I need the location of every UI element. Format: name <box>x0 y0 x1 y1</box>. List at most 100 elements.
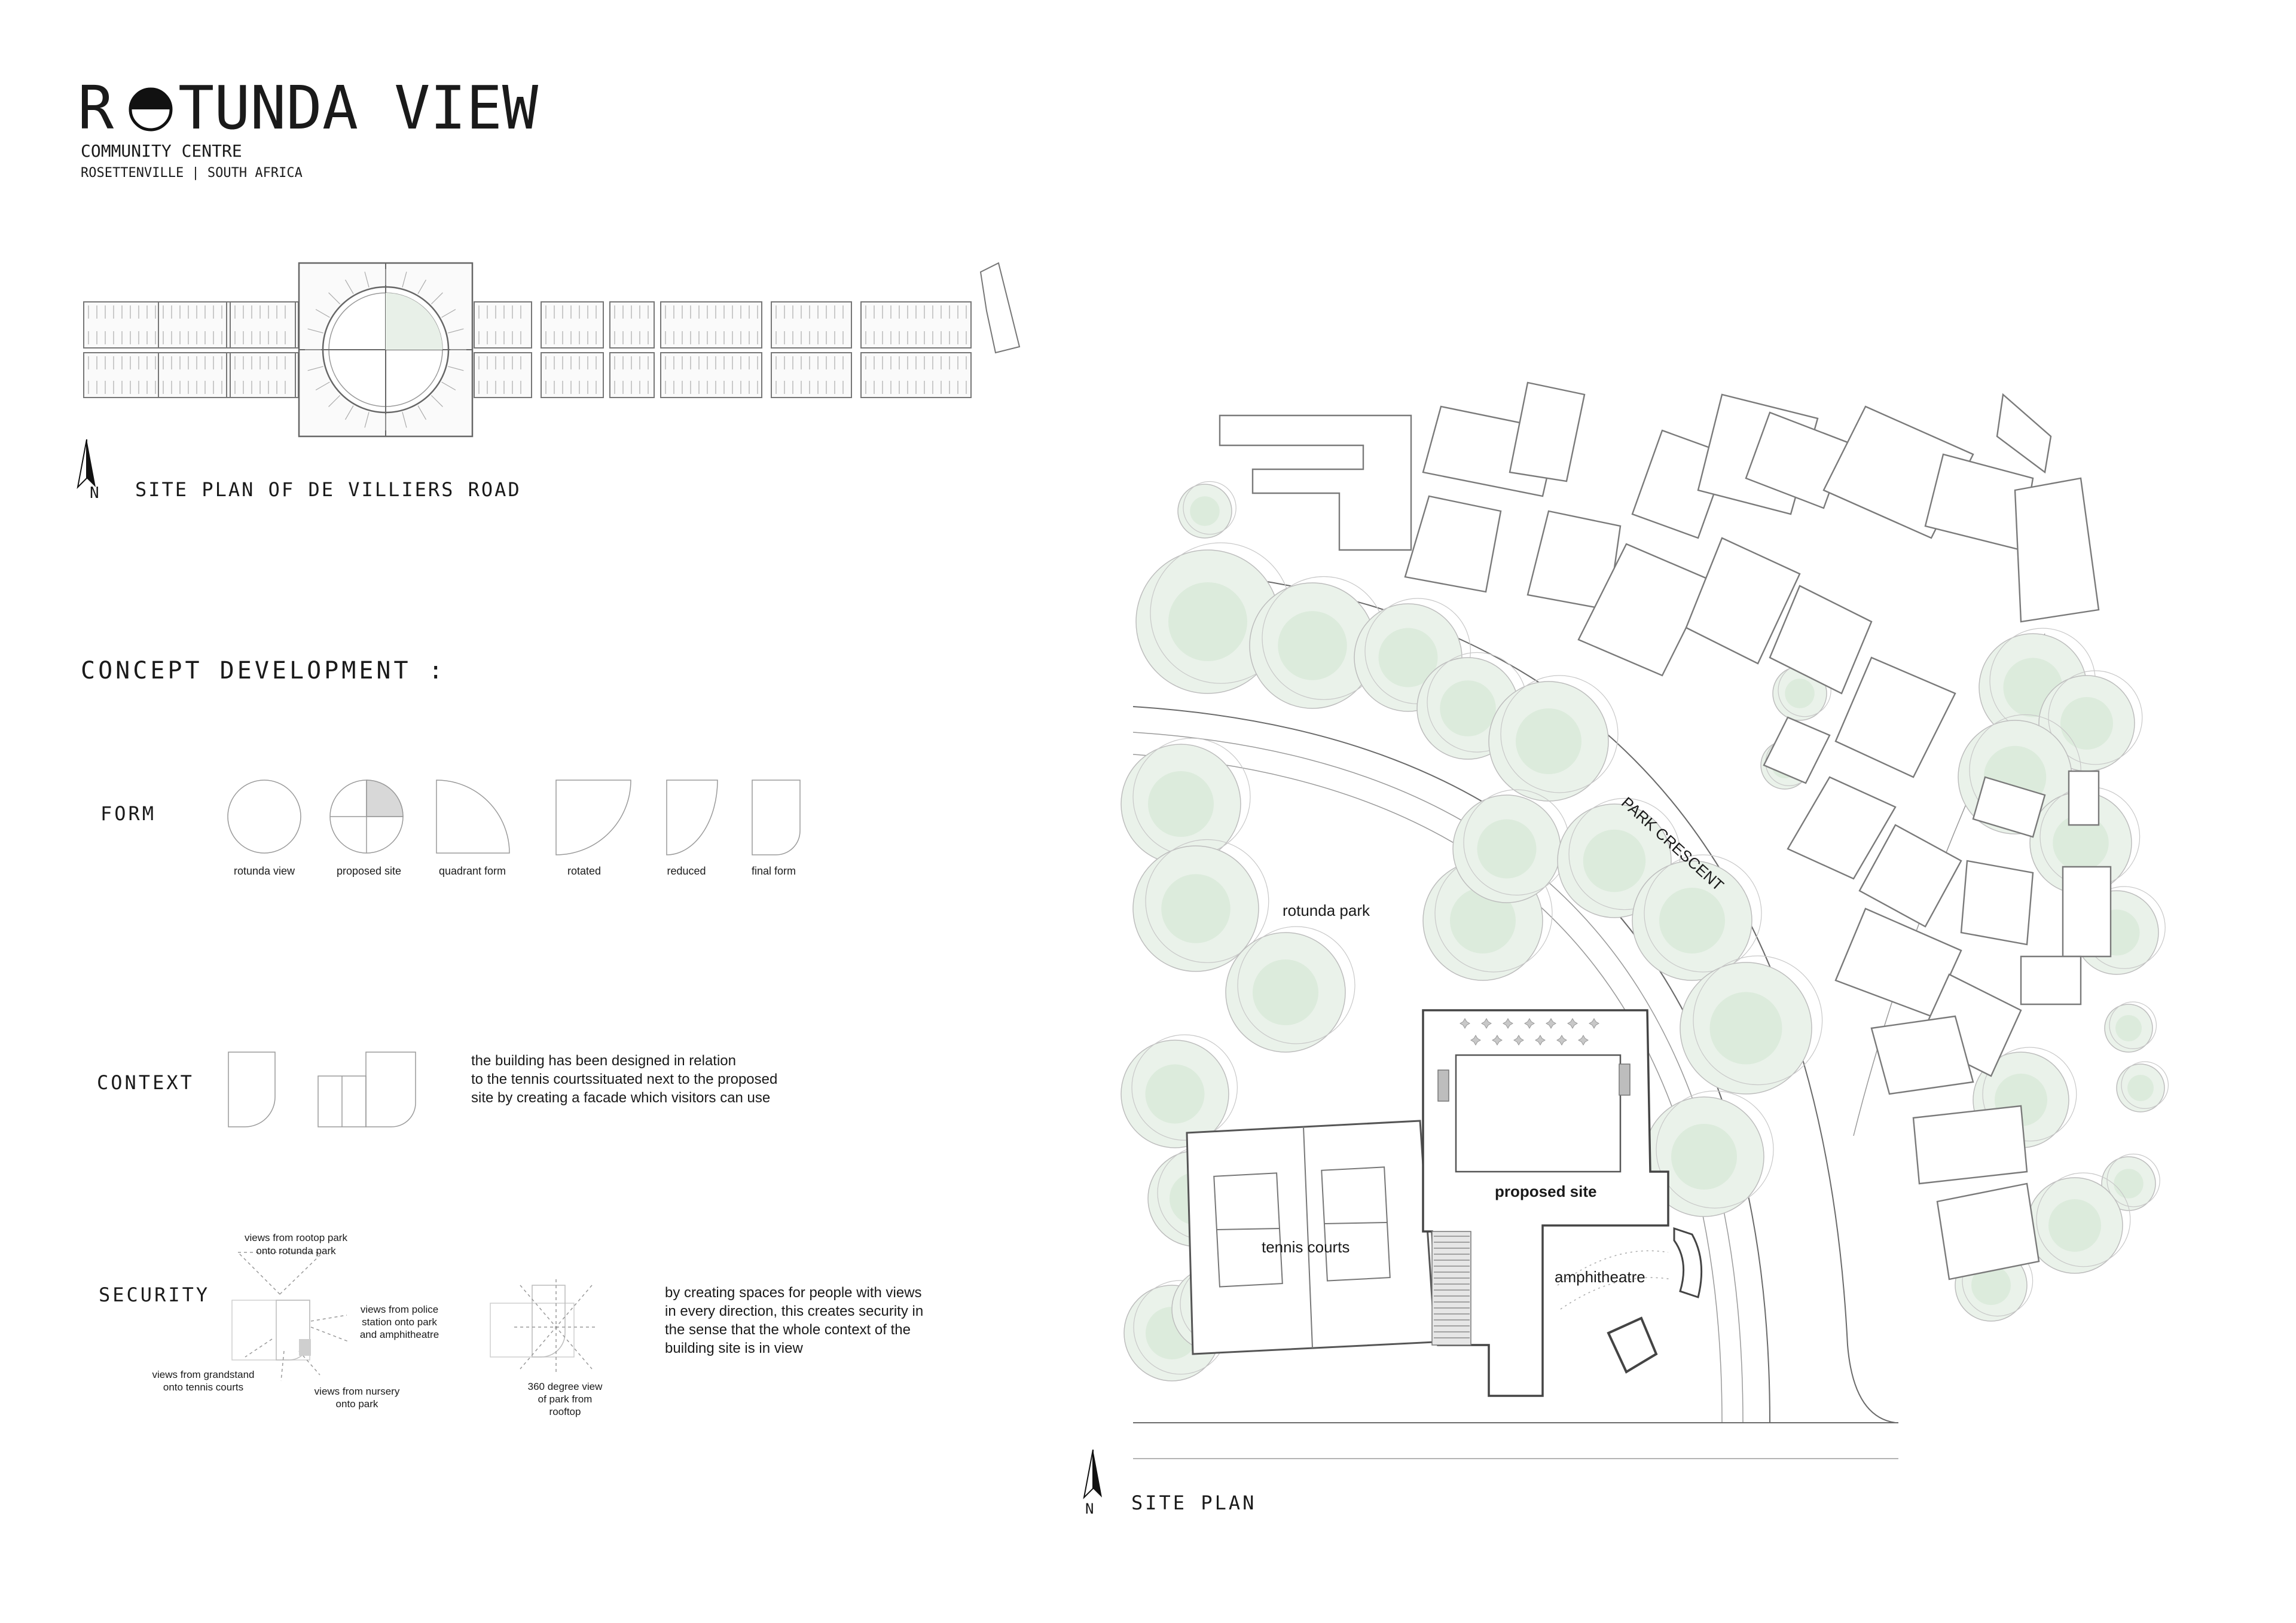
context-line: to the tennis courtssituated next to the… <box>471 1071 777 1087</box>
building <box>1769 585 1873 695</box>
roof-star <box>1513 1035 1524 1046</box>
tree <box>1120 1034 1238 1148</box>
roof-star <box>1546 1018 1556 1029</box>
tree-core <box>1440 680 1496 736</box>
roof-star <box>1470 1035 1481 1046</box>
tree-core <box>2053 815 2109 871</box>
roof-star <box>1535 1035 1546 1046</box>
proposed-site-building <box>1422 1009 1703 1397</box>
city-block <box>541 301 604 349</box>
context-diagrams <box>228 1052 416 1127</box>
tree-outline <box>1131 1034 1238 1141</box>
annotation-police: views from police <box>361 1304 438 1315</box>
tree <box>1132 839 1269 972</box>
de-villiers-road-plan <box>83 262 1021 438</box>
title-initial: R <box>78 73 114 143</box>
trees <box>1120 481 2169 1381</box>
tree-core <box>2114 1169 2144 1199</box>
site-plan-north-arrow: N <box>1083 1449 1102 1517</box>
tree-core <box>2048 1199 2101 1252</box>
security-label: SECURITY <box>99 1283 210 1306</box>
tree <box>1120 738 1251 864</box>
tree-outline <box>2109 1001 2157 1050</box>
city-block <box>230 352 296 398</box>
tree-core <box>2060 697 2113 750</box>
form-step-label: proposed site <box>337 865 401 877</box>
tree-core <box>1709 992 1782 1065</box>
tree-core <box>2115 1015 2142 1041</box>
building <box>1631 429 1729 539</box>
building <box>2014 477 2100 623</box>
roof-star <box>1556 1035 1567 1046</box>
road-plan-caption: SITE PLAN OF DE VILLIERS ROAD <box>135 478 521 501</box>
rotunda-plot <box>344 279 354 294</box>
annotation-grandstand: onto tennis courts <box>163 1381 243 1393</box>
concept-heading: CONCEPT DEVELOPMENT : <box>81 657 446 684</box>
annotation-rooftop: onto rotunda park <box>256 1245 336 1257</box>
tree-outline <box>1568 797 1681 910</box>
park-label: rotunda park <box>1283 901 1370 919</box>
rotunda-plot <box>402 412 407 428</box>
tree-core <box>1168 582 1247 661</box>
annotation-360: of park from <box>538 1393 593 1405</box>
tree-outline <box>1656 1090 1774 1209</box>
rotunda-plot <box>417 405 427 420</box>
rotunda-plot <box>448 328 464 334</box>
building <box>1787 776 1897 880</box>
tree-core <box>2127 1075 2154 1101</box>
building <box>1960 860 2034 946</box>
building <box>1858 824 1962 928</box>
tree-outline <box>1237 926 1355 1044</box>
tree-core <box>1148 771 1214 837</box>
annotation-police: and amphitheatre <box>360 1329 439 1340</box>
security-line: in every direction, this creates securit… <box>665 1303 923 1319</box>
tree-outline <box>2048 670 2143 765</box>
annotation-nursery: onto park <box>336 1398 378 1410</box>
rotunda-plot <box>315 308 330 318</box>
form-step-rotated <box>555 780 631 855</box>
tree <box>1632 854 1762 981</box>
rotunda-plot <box>364 271 370 288</box>
tree-outline <box>1183 481 1236 535</box>
grandstand-steps <box>1434 1236 1470 1338</box>
location: ROSETTENVILLE | SOUTH AFRICA <box>81 166 303 181</box>
tree-core <box>1450 888 1516 953</box>
security-annotations: views from rootop park onto rotunda park… <box>152 1232 603 1417</box>
building <box>1834 656 1956 778</box>
tree-outline <box>1500 675 1619 793</box>
annotation-grandstand: views from grandstand <box>152 1369 254 1380</box>
building <box>1685 537 1801 665</box>
annotation-360: 360 degree view <box>528 1381 603 1392</box>
city-block <box>609 301 655 349</box>
security-diagram-views <box>231 1252 350 1381</box>
form-step-rotunda-view <box>227 780 301 854</box>
building <box>2020 955 2082 1005</box>
context-text: the building has been designed in relati… <box>471 1053 777 1106</box>
building <box>1936 1182 2040 1280</box>
building <box>1509 381 1586 482</box>
title-rest: TUNDA VIEW <box>178 73 539 143</box>
north-letter: N <box>1085 1500 1094 1517</box>
tree-core <box>1971 1266 2011 1305</box>
tree-core <box>1378 628 1438 687</box>
city-block <box>609 352 655 398</box>
rotunda-plot <box>430 395 443 407</box>
rotunda-plot <box>364 412 370 428</box>
tree <box>1488 675 1619 802</box>
tree <box>1225 926 1355 1053</box>
building <box>1996 393 2052 474</box>
form-label: FORM <box>100 802 156 825</box>
tree-outline <box>1644 854 1762 973</box>
amphitheatre-label: amphitheatre <box>1555 1268 1645 1286</box>
tree-core <box>1190 496 1220 526</box>
neighbouring-buildings <box>1219 381 2112 1280</box>
tree-outline <box>2121 1061 2169 1109</box>
city-block <box>474 352 532 398</box>
annotation-360: rooftop <box>549 1406 581 1417</box>
rotunda-plot <box>307 328 323 334</box>
roof-star <box>1578 1035 1589 1046</box>
rotunda-plot <box>441 381 456 391</box>
form-step-labels: rotunda view proposed site quadrant form… <box>234 865 796 877</box>
form-step-quadrant-form <box>436 780 510 854</box>
